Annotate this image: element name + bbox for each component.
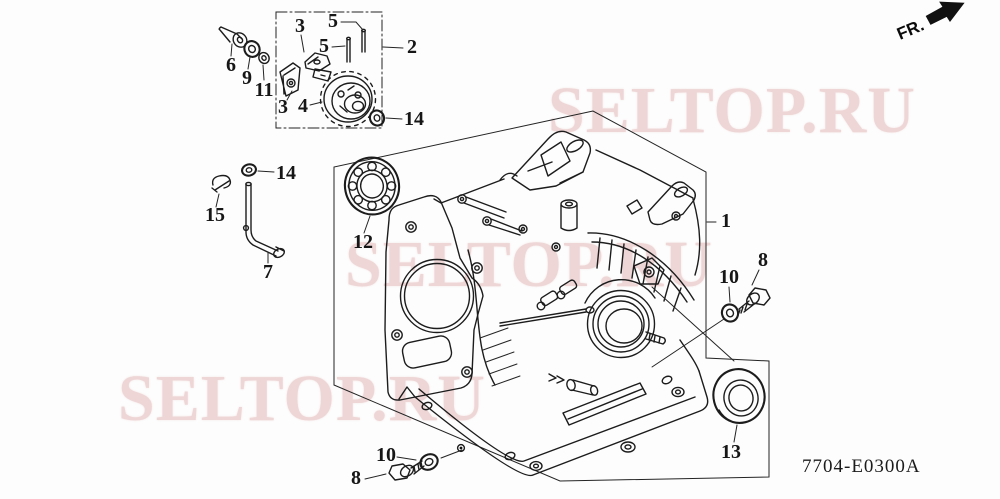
- fr-label: FR.: [894, 15, 927, 43]
- watermark-top-right: SELTOP.RU: [548, 74, 916, 147]
- part-label-13: 13: [721, 441, 741, 463]
- fr-arrow-icon: [925, 1, 965, 25]
- watermark-bottom-left: SELTOP.RU: [118, 362, 486, 435]
- part-label-15: 15: [205, 204, 225, 226]
- part-label-11: 11: [254, 79, 274, 101]
- part-8-bolt-right: [737, 287, 771, 316]
- part-group-enclosure: [333, 110, 770, 482]
- part-15-clip: [211, 174, 232, 193]
- part-14-washer-left: [241, 163, 257, 177]
- part-5-pins: [346, 28, 367, 63]
- part-label-3a: 3: [295, 15, 305, 37]
- part-label-2: 2: [407, 36, 417, 58]
- part-label-7: 7: [263, 261, 273, 283]
- part-label-10-right: 10: [719, 266, 739, 288]
- part-label-8-right: 8: [758, 249, 768, 271]
- part-label-14b: 14: [276, 162, 296, 184]
- part-9-washer: [243, 40, 261, 58]
- part-10-washer-bottom: [419, 453, 439, 471]
- part-label-5b: 5: [319, 35, 329, 57]
- part-1-cylinder-block: [384, 130, 709, 477]
- part-10-washer-right: [720, 303, 740, 323]
- governor-assembly-box: [275, 11, 383, 129]
- part-8-bolt-bottom: [388, 460, 425, 481]
- part-label-5a: 5: [328, 10, 338, 32]
- part-label-1: 1: [721, 210, 731, 232]
- part-7-governor-arm-shaft: [242, 181, 285, 259]
- leader-lines: [215, 21, 760, 480]
- part-3-governor-weights: [279, 52, 332, 97]
- part-label-12: 12: [353, 231, 373, 253]
- part-label-14a: 14: [404, 108, 424, 130]
- diagram-code: 7704-E0300A: [802, 456, 921, 477]
- part-label-4: 4: [298, 95, 308, 117]
- part-label-8-bottom: 8: [351, 467, 361, 489]
- part-11-snap-ring: [258, 51, 270, 65]
- part-label-6: 6: [226, 54, 236, 76]
- fr-direction-indicator: FR.: [894, 1, 965, 44]
- part-4-governor-gear: [319, 70, 377, 128]
- part-13-oil-seal: [712, 368, 766, 424]
- part-14-washer-top: [368, 109, 386, 127]
- part-label-3b: 3: [278, 96, 288, 118]
- part-label-9: 9: [242, 67, 252, 89]
- part-label-10-bottom: 10: [376, 444, 396, 466]
- part-12-ball-bearing: [343, 156, 401, 216]
